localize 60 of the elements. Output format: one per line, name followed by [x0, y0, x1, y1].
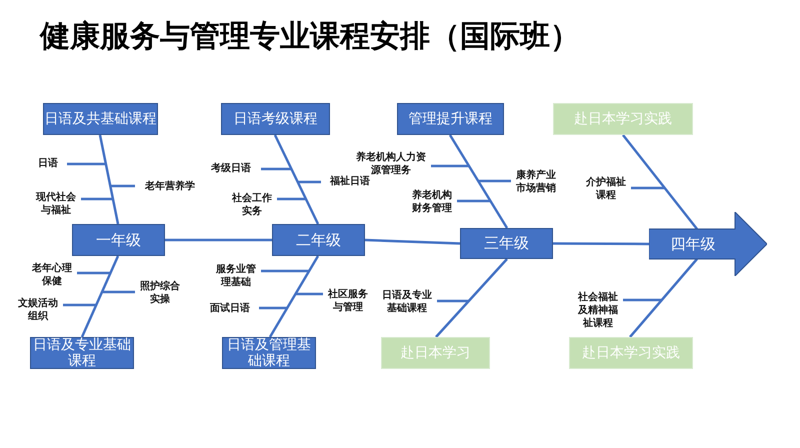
- category-box: 日语及管理基础课程: [222, 337, 316, 369]
- year-box: 一年级: [72, 224, 165, 256]
- course-label: 康养产业市场营销: [514, 168, 558, 195]
- category-box: 日语及共基础课程: [43, 103, 158, 135]
- bone-line: [435, 258, 508, 338]
- course-label: 社区服务与管理: [326, 287, 370, 314]
- leader-line: [277, 198, 306, 200]
- title: 健康服务与管理专业课程安排（国际班）: [40, 18, 580, 56]
- course-label: 老年心理保健: [30, 261, 74, 288]
- leader-line: [63, 304, 96, 306]
- category-box: 赴日本学习实践: [553, 103, 693, 135]
- leader-line: [631, 186, 665, 190]
- bone-line: [80, 256, 120, 338]
- course-label: 服务业管理基础: [214, 262, 258, 289]
- category-box: 日语考级课程: [221, 103, 330, 135]
- bone-line: [448, 134, 508, 229]
- leader-line: [295, 292, 323, 296]
- leader-line: [67, 162, 106, 166]
- bone-line: [268, 255, 320, 338]
- bone-line: [364, 238, 460, 245]
- course-label: 日语: [32, 156, 64, 170]
- course-label: 日语及专业基础课程: [380, 288, 434, 315]
- category-box: 管理提升课程: [397, 103, 504, 135]
- bone-line: [629, 258, 698, 338]
- course-label: 现代社会与福祉: [34, 190, 78, 217]
- course-label: 社会工作实务: [230, 191, 274, 218]
- leader-line: [81, 198, 113, 200]
- leader-line: [259, 306, 288, 310]
- course-label: 老年营养学: [138, 179, 202, 193]
- leader-line: [102, 290, 135, 294]
- course-label: 介护福祉课程: [584, 175, 628, 202]
- year-box: 二年级: [272, 224, 365, 256]
- leader-line: [77, 272, 110, 274]
- course-label: 面试日语: [204, 301, 256, 315]
- bone-line: [622, 134, 698, 230]
- course-label: 文娱活动组织: [16, 296, 60, 323]
- course-label: 社会福祉及精神福祉课程: [576, 290, 620, 330]
- leader-line: [110, 184, 135, 188]
- arrow-shape: 四年级: [649, 212, 767, 276]
- category-box: 赴日本学习实践: [569, 337, 693, 369]
- category-box: 赴日本学习: [381, 337, 490, 369]
- course-label: 考级日语: [204, 161, 258, 175]
- leader-line: [431, 164, 469, 168]
- course-label: 照护综合实操: [138, 279, 182, 306]
- bone-line: [553, 242, 649, 246]
- leader-line: [457, 200, 490, 202]
- category-box: 日语及专业基础课程: [30, 337, 134, 369]
- bone-line: [98, 134, 120, 224]
- leader-line: [298, 180, 321, 184]
- leader-line: [478, 180, 511, 182]
- leader-line: [261, 270, 310, 272]
- course-label: 养老机构财务管理: [410, 188, 454, 215]
- leader-line: [437, 300, 469, 302]
- bone-line: [274, 134, 320, 225]
- bone-line: [165, 238, 272, 242]
- year-box: 三年级: [460, 228, 553, 259]
- leader-line: [623, 298, 662, 302]
- course-label: 福祉日语: [324, 174, 376, 188]
- leader-line: [261, 168, 292, 170]
- course-label: 养老机构人力资源管理务: [354, 150, 428, 177]
